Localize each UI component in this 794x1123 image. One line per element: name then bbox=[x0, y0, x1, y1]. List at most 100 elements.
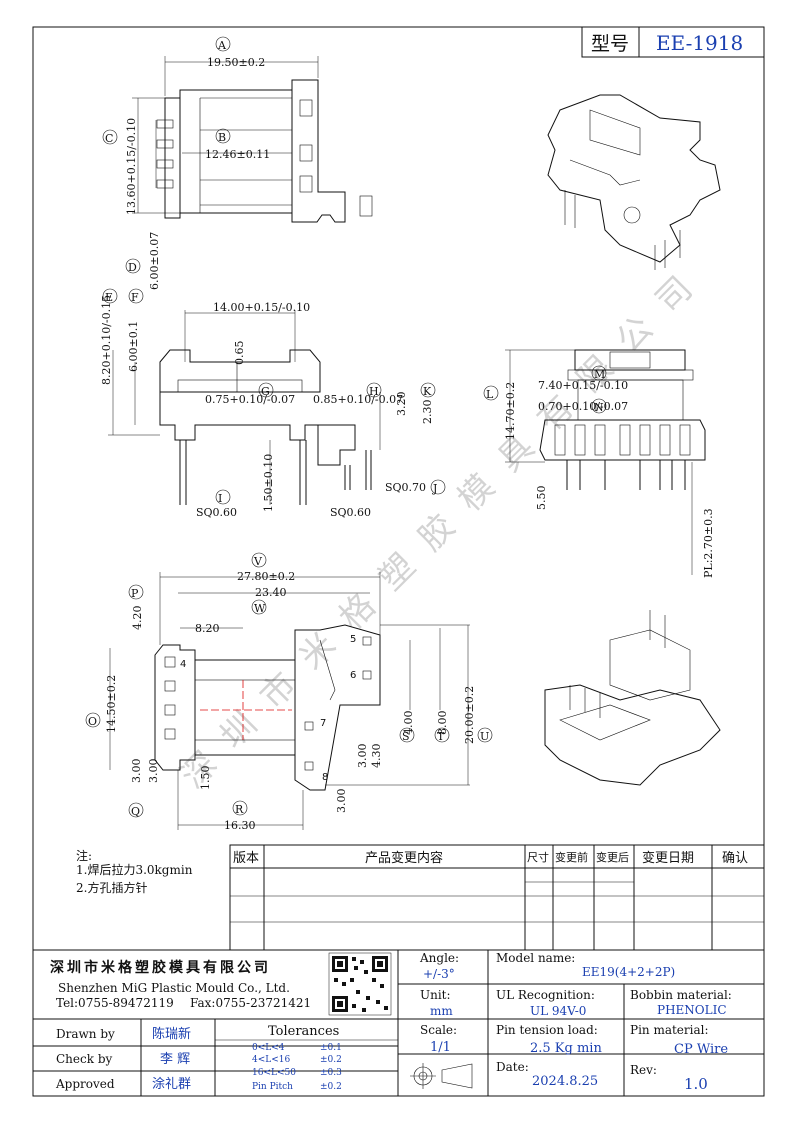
svg-text:G: G bbox=[261, 385, 270, 398]
svg-text:T: T bbox=[437, 730, 445, 743]
svg-text:3.00: 3.00 bbox=[147, 759, 160, 784]
svg-text:6.00±0.07: 6.00±0.07 bbox=[148, 232, 161, 290]
svg-text:Pin material:: Pin material: bbox=[630, 1023, 709, 1037]
svg-text:0.70+0.10/-0.07: 0.70+0.10/-0.07 bbox=[538, 400, 628, 413]
svg-text:±0.2: ±0.2 bbox=[320, 1082, 342, 1092]
company-name-en: Shenzhen MiG Plastic Mould Co., Ltd. bbox=[58, 981, 290, 995]
svg-text:4.20: 4.20 bbox=[131, 606, 144, 631]
svg-text:1.50: 1.50 bbox=[199, 766, 212, 791]
svg-text:1.0: 1.0 bbox=[684, 1075, 708, 1093]
note-1: 1.焊后拉力3.0kgmin bbox=[76, 862, 193, 877]
svg-text:23.40: 23.40 bbox=[255, 586, 287, 599]
svg-text:EE19(4+2+2P): EE19(4+2+2P) bbox=[582, 965, 675, 979]
company-fax: Fax:0755-23721421 bbox=[190, 996, 311, 1010]
svg-text:U: U bbox=[480, 730, 489, 743]
svg-text:UL 94V-0: UL 94V-0 bbox=[530, 1004, 586, 1018]
svg-text:1.50±0.10: 1.50±0.10 bbox=[262, 454, 275, 512]
svg-text:确认: 确认 bbox=[722, 851, 748, 866]
svg-text:L: L bbox=[486, 388, 494, 401]
svg-text:7: 7 bbox=[320, 718, 326, 729]
svg-text:0.85+0.10/-0.07: 0.85+0.10/-0.07 bbox=[313, 393, 403, 406]
svg-text:B: B bbox=[218, 131, 226, 144]
svg-text:D: D bbox=[128, 261, 137, 274]
svg-text:3.20: 3.20 bbox=[395, 392, 408, 417]
svg-text:5.50: 5.50 bbox=[535, 486, 548, 511]
notes-title: 注: bbox=[76, 848, 92, 863]
svg-text:E: E bbox=[105, 291, 113, 304]
svg-text:4.30: 4.30 bbox=[370, 744, 383, 769]
svg-text:Tolerances: Tolerances bbox=[268, 1024, 339, 1039]
company-tel: Tel:0755-89472119 bbox=[56, 996, 174, 1010]
svg-text:5: 5 bbox=[350, 634, 356, 645]
svg-text:mm: mm bbox=[430, 1004, 453, 1018]
svg-text:7.40+0.15/-0.10: 7.40+0.15/-0.10 bbox=[538, 379, 628, 392]
svg-text:20.00±0.2: 20.00±0.2 bbox=[463, 686, 476, 744]
svg-text:14.50±0.2: 14.50±0.2 bbox=[105, 675, 118, 733]
svg-text:涂礼群: 涂礼群 bbox=[152, 1076, 191, 1092]
svg-text:6.00±0.1: 6.00±0.1 bbox=[127, 321, 140, 372]
svg-text:UL Recognition:: UL Recognition: bbox=[496, 988, 595, 1002]
svg-text:P: P bbox=[131, 587, 139, 600]
svg-text:S: S bbox=[402, 730, 410, 743]
svg-text:±0.2: ±0.2 bbox=[320, 1055, 342, 1065]
title-block: 深圳市米格塑胶模具有限公司 Shenzhen MiG Plastic Mould… bbox=[33, 949, 764, 1096]
svg-text:8.20+0.10/-0.15: 8.20+0.10/-0.15 bbox=[100, 295, 113, 385]
svg-text:Angle:: Angle: bbox=[419, 951, 459, 965]
svg-text:4<L<16: 4<L<16 bbox=[252, 1055, 291, 1065]
svg-text:Bobbin material:: Bobbin material: bbox=[630, 988, 732, 1002]
top-view: A 19.50±0.2 B 12.46±0.11 C 13.60+0.15/-0… bbox=[102, 36, 373, 290]
model-box bbox=[581, 26, 765, 58]
svg-text:12.46±0.11: 12.46±0.11 bbox=[205, 148, 270, 161]
svg-text:I: I bbox=[218, 492, 222, 505]
type-value: EE-1918 bbox=[656, 31, 743, 55]
svg-text:J: J bbox=[432, 482, 437, 495]
svg-text:尺寸: 尺寸 bbox=[527, 850, 549, 864]
svg-text:8.20: 8.20 bbox=[195, 622, 220, 635]
svg-text:Scale:: Scale: bbox=[420, 1023, 457, 1037]
svg-text:PHENOLIC: PHENOLIC bbox=[657, 1003, 727, 1017]
svg-text:+/-3°: +/-3° bbox=[423, 967, 455, 981]
svg-text:2.30: 2.30 bbox=[421, 400, 434, 425]
svg-text:3.00: 3.00 bbox=[356, 744, 369, 769]
svg-text:6: 6 bbox=[350, 670, 356, 681]
svg-text:14.70±0.2: 14.70±0.2 bbox=[504, 382, 517, 440]
svg-text:F: F bbox=[131, 291, 139, 304]
svg-text:A: A bbox=[217, 39, 227, 52]
svg-text:2.5 Kg min: 2.5 Kg min bbox=[530, 1041, 602, 1056]
svg-text:W: W bbox=[254, 602, 266, 615]
svg-text:产品变更内容: 产品变更内容 bbox=[365, 850, 443, 866]
svg-text:M: M bbox=[594, 368, 605, 381]
svg-text:Date:: Date: bbox=[496, 1060, 529, 1074]
svg-text:V: V bbox=[253, 555, 263, 568]
revision-table: 版本 产品变更内容 尺寸 变更前 变更后 变更日期 确认 bbox=[229, 844, 765, 951]
svg-text:R: R bbox=[235, 803, 244, 816]
svg-text:±0.1: ±0.1 bbox=[320, 1043, 342, 1053]
svg-text:4: 4 bbox=[180, 659, 186, 670]
notes: 注: 1.焊后拉力3.0kgmin 2.方孔插方针 bbox=[76, 848, 193, 895]
svg-text:16.30: 16.30 bbox=[224, 819, 256, 832]
svg-text:N: N bbox=[594, 401, 604, 414]
isometric-view-top bbox=[547, 94, 721, 270]
svg-text:4.00: 4.00 bbox=[402, 711, 415, 736]
type-label: 型号 bbox=[591, 33, 629, 55]
company-name-cn: 深圳市米格塑胶模具有限公司 bbox=[50, 959, 271, 976]
bottom-view: 4 5 6 7 8 V 27.80±0.2 23.40 W 8.20 P 4.2… bbox=[85, 552, 493, 832]
svg-text:Rev:: Rev: bbox=[630, 1063, 657, 1077]
svg-text:8: 8 bbox=[322, 772, 328, 783]
svg-text:Drawn by: Drawn by bbox=[56, 1027, 115, 1041]
svg-text:Pin Pitch: Pin Pitch bbox=[252, 1082, 293, 1092]
svg-text:版本: 版本 bbox=[233, 851, 259, 866]
svg-text:13.60+0.15/-0.10: 13.60+0.15/-0.10 bbox=[125, 118, 138, 215]
svg-text:1/1: 1/1 bbox=[430, 1040, 451, 1055]
svg-text:SQ0.70: SQ0.70 bbox=[385, 481, 426, 494]
svg-text:李 辉: 李 辉 bbox=[160, 1052, 190, 1067]
svg-text:Approved: Approved bbox=[55, 1077, 115, 1091]
svg-text:C: C bbox=[105, 132, 113, 145]
svg-text:SQ0.60: SQ0.60 bbox=[330, 506, 371, 519]
svg-text:27.80±0.2: 27.80±0.2 bbox=[237, 570, 295, 583]
svg-text:Unit:: Unit: bbox=[420, 988, 451, 1002]
svg-text:Model name:: Model name: bbox=[496, 951, 575, 965]
svg-text:H: H bbox=[369, 385, 379, 398]
svg-text:CP Wire: CP Wire bbox=[674, 1042, 728, 1057]
